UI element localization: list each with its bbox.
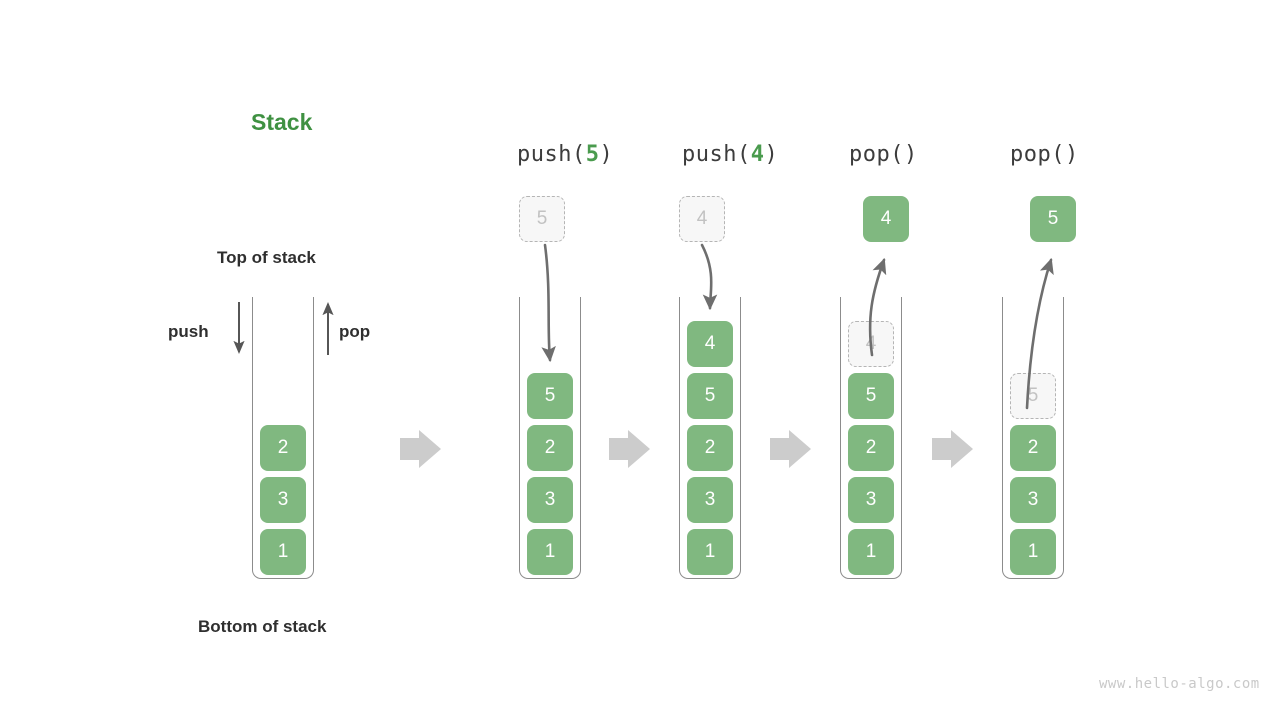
stack-cell: 3 (687, 477, 733, 523)
header-suffix: ) (764, 142, 779, 167)
flow-arrow (609, 430, 650, 468)
column-header-pop-1: pop() (849, 142, 918, 167)
header-prefix: push( (517, 142, 586, 167)
stack-cell: 2 (687, 425, 733, 471)
watermark: www.hello-algo.com (1099, 676, 1260, 692)
stack-cell: 2 (848, 425, 894, 471)
pop-label: pop (339, 322, 371, 341)
stack-container-push-5 (519, 297, 581, 579)
stack-cell: 3 (848, 477, 894, 523)
stack-container-push-4 (679, 297, 741, 579)
column-header-pop-2: pop() (1010, 142, 1079, 167)
stack-cell: 2 (1010, 425, 1056, 471)
stack-cell: 1 (260, 529, 306, 575)
stack-cell: 2 (527, 425, 573, 471)
floating-cell-pop-2: 5 (1030, 196, 1076, 242)
flow-arrow (400, 430, 441, 468)
header-prefix: pop( (1010, 142, 1065, 167)
header-arg: 4 (750, 142, 765, 167)
stack-cell: 4 (687, 321, 733, 367)
stack-cell: 5 (527, 373, 573, 419)
push-label: push (168, 322, 209, 341)
header-suffix: ) (903, 142, 918, 167)
column-header-push-4: push(4) (682, 142, 778, 167)
header-prefix: pop( (849, 142, 904, 167)
floating-cell-push-5: 5 (519, 196, 565, 242)
stack-cell: 3 (527, 477, 573, 523)
stack-cell: 3 (1010, 477, 1056, 523)
floating-cell-pop-1: 4 (863, 196, 909, 242)
header-suffix: ) (1064, 142, 1079, 167)
stack-cell: 1 (687, 529, 733, 575)
stack-cell: 1 (527, 529, 573, 575)
flow-arrow (932, 430, 973, 468)
stack-container-pop-1 (840, 297, 902, 579)
top-of-stack-label: Top of stack (217, 248, 316, 267)
stack-cell: 5 (687, 373, 733, 419)
flow-arrow (770, 430, 811, 468)
diagram-title: Stack (251, 109, 313, 135)
stack-cell: 3 (260, 477, 306, 523)
stack-cell: 2 (260, 425, 306, 471)
stack-cell-ghost: 4 (848, 321, 894, 367)
stack-cell-ghost: 5 (1010, 373, 1056, 419)
stack-container-initial (252, 297, 314, 579)
column-header-push-5: push(5) (517, 142, 613, 167)
stack-container-pop-2 (1002, 297, 1064, 579)
bottom-of-stack-label: Bottom of stack (198, 617, 327, 636)
stack-cell: 1 (1010, 529, 1056, 575)
stack-cell: 1 (848, 529, 894, 575)
header-prefix: push( (682, 142, 751, 167)
header-arg: 5 (585, 142, 600, 167)
stack-cell: 5 (848, 373, 894, 419)
floating-cell-push-4: 4 (679, 196, 725, 242)
header-suffix: ) (599, 142, 614, 167)
